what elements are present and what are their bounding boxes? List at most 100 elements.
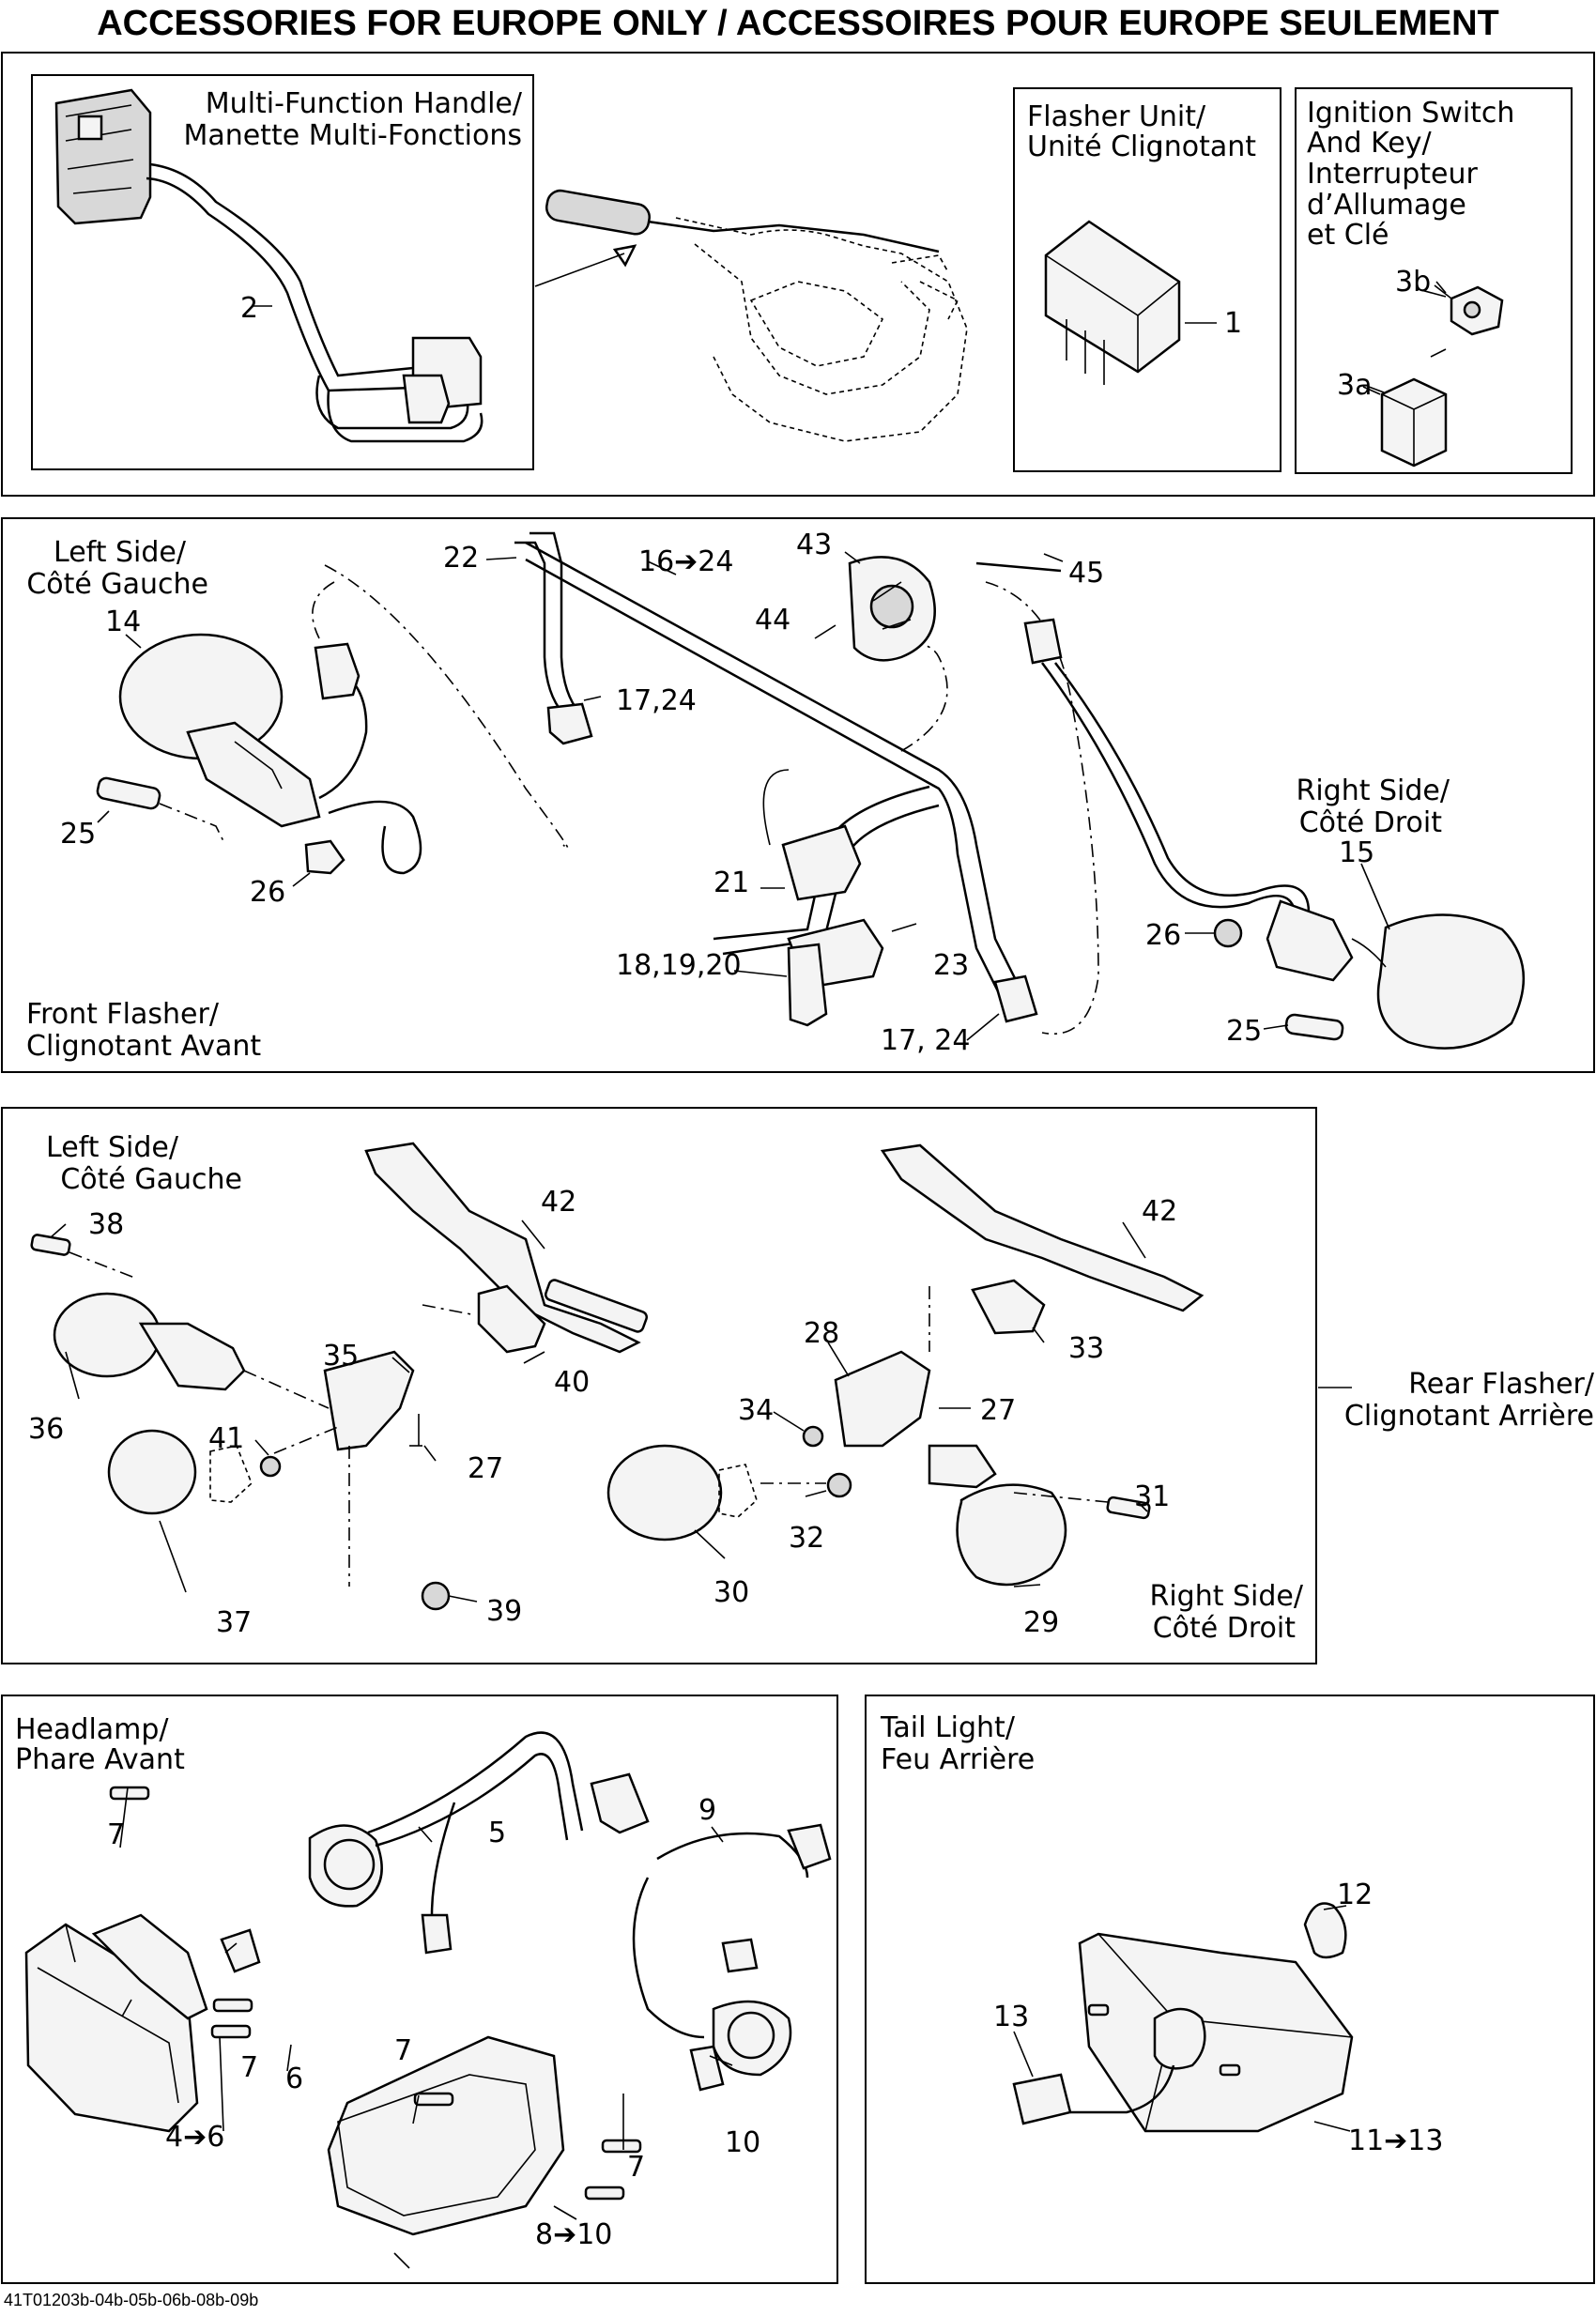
rear-right-title-1: Right Side/: [1149, 1580, 1303, 1613]
rear-left-title-2: Côté Gauche: [60, 1163, 242, 1196]
callout-42-right: 42: [1142, 1195, 1177, 1228]
multifunction-handle-drawing: [54, 88, 483, 443]
callout-7-a: 7: [107, 1818, 125, 1851]
callout-7-d: 7: [627, 2151, 645, 2184]
callout-35: 35: [323, 1340, 359, 1373]
callout-22: 22: [443, 542, 479, 575]
callout-21: 21: [714, 867, 749, 899]
rear-flasher-title-1: Rear Flasher/: [1408, 1368, 1595, 1401]
callout-labels: 2 1 3b 3a 14 25 26 22 16➔24 43 44 45 17,…: [28, 266, 1443, 2251]
front-right-flasher-drawing: [848, 556, 1526, 1050]
tail-light-title-2: Feu Arrière: [881, 1743, 1035, 1776]
ignition-title-3: Interrupteur: [1307, 158, 1479, 191]
rear-left-flasher-drawing: [30, 1142, 649, 1611]
callout-45: 45: [1068, 557, 1104, 590]
callout-17-24-bottom: 17, 24: [881, 1024, 970, 1057]
callout-39: 39: [486, 1595, 522, 1628]
callout-36: 36: [28, 1413, 64, 1446]
frame-top-section: [1, 52, 1595, 497]
callout-8-10: 8➔10: [535, 2218, 612, 2251]
callout-5: 5: [488, 1817, 506, 1849]
front-right-title-2: Côté Droit: [1299, 806, 1443, 839]
page-title: ACCESSORIES FOR EUROPE ONLY / ACCESSOIRE…: [97, 4, 1499, 43]
rear-left-title-1: Left Side/: [46, 1131, 179, 1164]
callout-13: 13: [993, 2001, 1029, 2033]
rear-flasher-title-2: Clignotant Arrière: [1344, 1400, 1594, 1433]
callout-30: 30: [714, 1576, 749, 1609]
callout-38: 38: [88, 1208, 124, 1241]
callout-15: 15: [1339, 836, 1374, 869]
front-left-flasher-drawing: [96, 564, 569, 875]
callout-32: 32: [789, 1522, 824, 1555]
frame-flasher-unit: [1013, 87, 1281, 472]
callout-26-left: 26: [250, 876, 285, 909]
frame-rear-flasher: [1, 1107, 1317, 1664]
callout-33: 33: [1068, 1332, 1104, 1365]
callout-7-c: 7: [394, 2034, 412, 2067]
callout-27-left: 27: [468, 1452, 503, 1485]
headlamp-title-1: Headlamp/: [15, 1713, 169, 1746]
callout-3b: 3b: [1395, 266, 1431, 299]
front-left-title-1: Left Side/: [54, 536, 187, 569]
multifunction-title-2: Manette Multi-Fonctions: [183, 119, 522, 152]
callout-6: 6: [285, 2063, 303, 2095]
callout-11-13: 11➔13: [1348, 2124, 1443, 2157]
callout-14: 14: [105, 606, 141, 638]
flasher-unit-title-1: Flasher Unit/: [1027, 100, 1206, 133]
callout-34: 34: [738, 1394, 774, 1427]
handlebar-drawing: [534, 189, 968, 442]
callout-25-right: 25: [1226, 1015, 1262, 1048]
callout-16-24: 16➔24: [638, 545, 733, 578]
callout-18-19-20: 18,19,20: [616, 949, 742, 982]
callout-26-right: 26: [1145, 919, 1181, 952]
callout-7-b: 7: [240, 2051, 258, 2084]
front-left-title-2: Côté Gauche: [26, 568, 208, 601]
front-flasher-title-2: Clignotant Avant: [26, 1030, 261, 1063]
frame-ignition: [1295, 87, 1573, 474]
headlamp-title-2: Phare Avant: [15, 1743, 185, 1776]
ignition-switch-drawing: [1368, 281, 1504, 468]
tail-light-drawing: [1012, 1902, 1354, 2133]
rear-right-flasher-drawing: [606, 1143, 1205, 1587]
ignition-title-2: And Key/: [1307, 127, 1433, 160]
callout-9: 9: [698, 1794, 716, 1827]
ignition-title-1: Ignition Switch: [1307, 97, 1514, 130]
callout-17-24-top: 17,24: [616, 684, 697, 717]
ignition-title-5: et Clé: [1307, 219, 1389, 252]
reference-code: 41T01203b-04b-05b-06b-08b-09b: [4, 2291, 259, 2309]
callout-23: 23: [933, 949, 969, 982]
callout-25-left: 25: [60, 818, 96, 851]
callout-43: 43: [796, 529, 832, 561]
callout-29: 29: [1023, 1606, 1059, 1639]
callout-4-6: 4➔6: [165, 2121, 224, 2154]
headlamp-drawing: [24, 1731, 832, 2269]
callout-12: 12: [1337, 1879, 1373, 1911]
front-wiring-harness-drawing: [514, 531, 1038, 1027]
callout-41: 41: [208, 1422, 244, 1455]
tail-light-title-1: Tail Light/: [880, 1711, 1016, 1744]
frame-headlamp: [1, 1695, 838, 2284]
flasher-unit-drawing: [1044, 220, 1217, 385]
rear-right-title-2: Côté Droit: [1153, 1612, 1297, 1645]
callout-44: 44: [755, 604, 790, 637]
callout-1: 1: [1224, 307, 1242, 340]
callout-leaders: [50, 141, 1452, 2220]
callout-40: 40: [554, 1366, 590, 1399]
callout-2: 2: [240, 292, 258, 325]
callout-3a: 3a: [1337, 369, 1372, 402]
callout-37: 37: [216, 1606, 252, 1639]
ignition-title-4: d’Allumage: [1307, 189, 1466, 222]
flasher-unit-title-2: Unité Clignotant: [1027, 130, 1256, 163]
callout-28: 28: [804, 1317, 839, 1350]
callout-42-left: 42: [541, 1186, 576, 1219]
callout-10: 10: [725, 2126, 760, 2159]
front-flasher-title-1: Front Flasher/: [26, 998, 220, 1031]
multifunction-title-1: Multi-Function Handle/: [206, 87, 523, 120]
frame-tail-light: [865, 1695, 1595, 2284]
frame-front-flasher: [1, 517, 1595, 1073]
front-right-title-1: Right Side/: [1296, 775, 1450, 807]
callout-27-right: 27: [980, 1394, 1016, 1427]
callout-31: 31: [1134, 1480, 1170, 1513]
frame-multifunction: [31, 74, 534, 470]
